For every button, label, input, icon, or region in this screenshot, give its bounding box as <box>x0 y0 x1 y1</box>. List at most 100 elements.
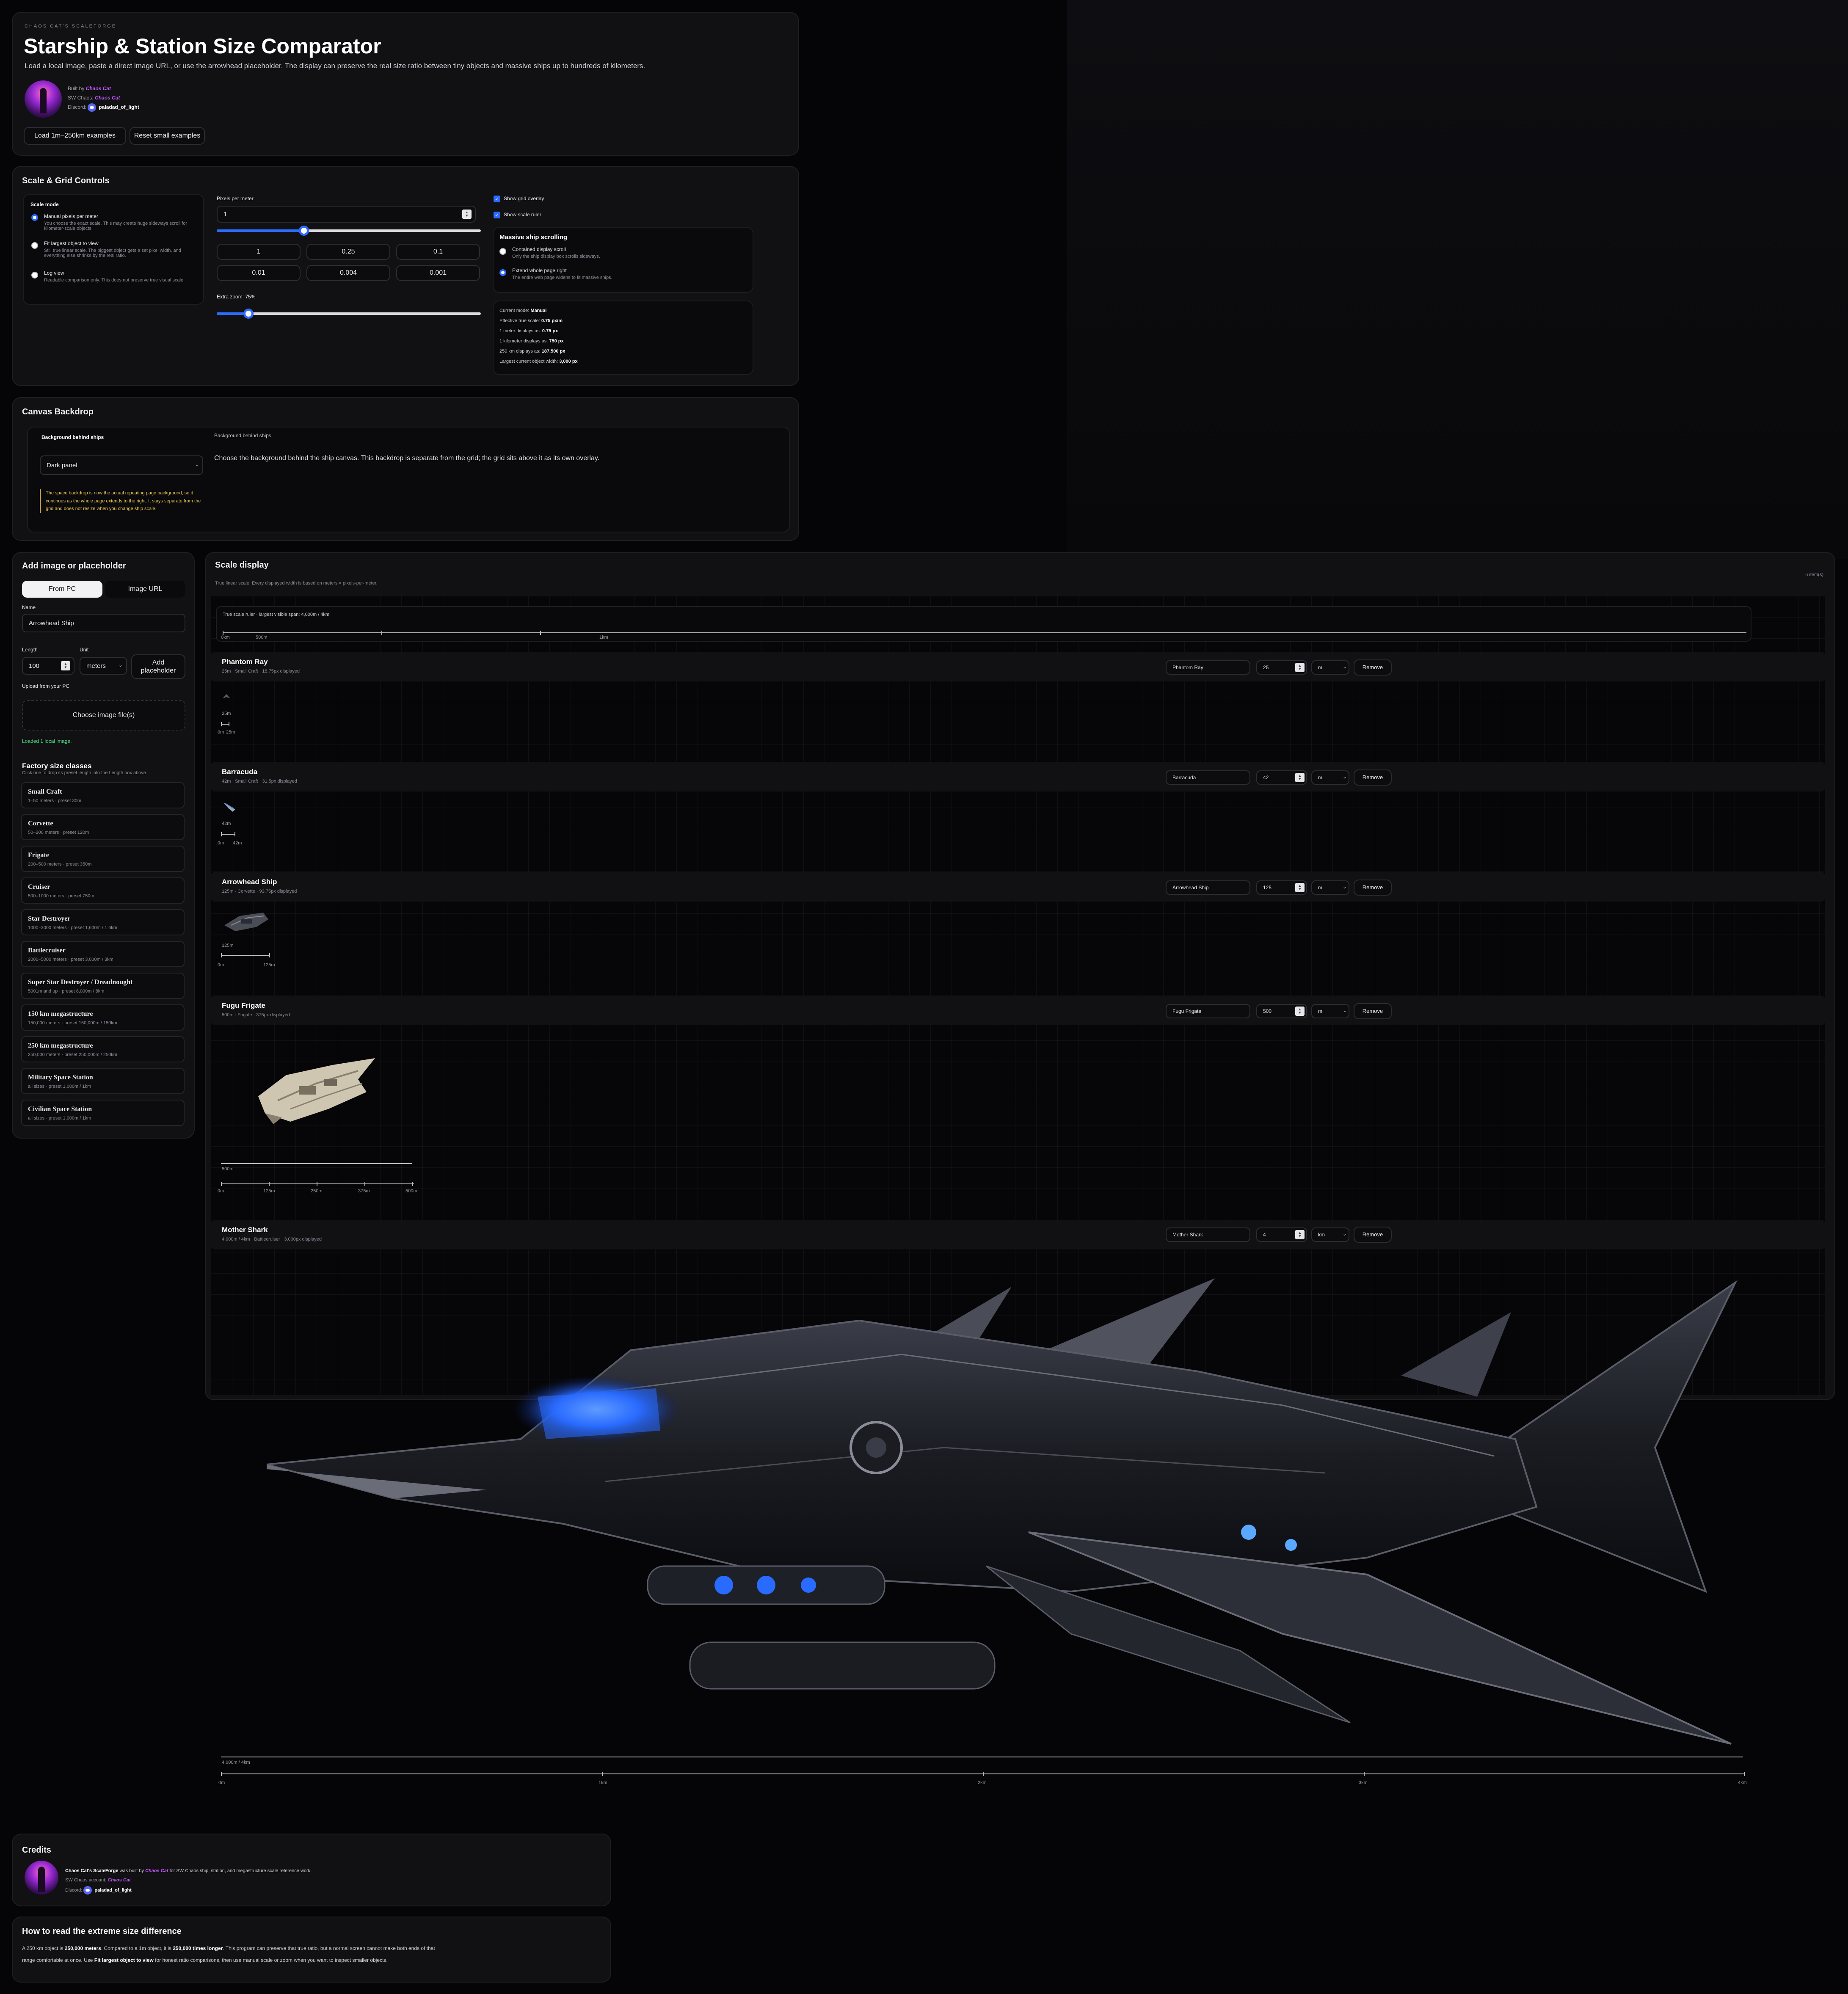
name-label: Name <box>22 604 36 610</box>
item-tick: 0m <box>218 1189 224 1194</box>
item-name: Phantom Ray <box>222 658 268 666</box>
item-tick: 0m <box>218 1780 225 1785</box>
mode-log-desc: Readable comparison only. This does not … <box>44 278 185 283</box>
contained-radio[interactable] <box>499 248 506 255</box>
tab-from-pc[interactable]: From PC <box>22 581 102 598</box>
classes-hint: Click one to drop its preset length into… <box>22 770 147 775</box>
contained-label: Contained display scroll <box>512 246 566 252</box>
item-name: Barracuda <box>222 768 258 776</box>
avatar <box>25 80 62 118</box>
zoom-slider[interactable] <box>217 309 481 319</box>
credits-sw-link[interactable]: Chaos Cat <box>108 1878 131 1883</box>
discord-line: Discord: paladad_of_light <box>68 103 139 112</box>
extend-desc: The entire web page widens to fit massiv… <box>512 275 612 280</box>
item-name-input[interactable]: Mother Shark <box>1166 1227 1250 1242</box>
chevron-down-icon: ⌄ <box>1343 884 1347 890</box>
preset-button[interactable]: 0.1 <box>396 244 480 260</box>
stat-meter: 1 meter displays as: 0.75 px <box>499 328 558 334</box>
item-name-input[interactable]: Fugu Frigate <box>1166 1004 1250 1018</box>
add-placeholder-button[interactable]: Add placeholder <box>131 654 185 679</box>
item-name-input[interactable]: Arrowhead Ship <box>1166 880 1250 895</box>
credits-author-link[interactable]: Chaos Cat <box>145 1868 168 1873</box>
preset-button[interactable]: 0.004 <box>306 265 390 281</box>
mode-manual-radio[interactable] <box>31 214 38 221</box>
mode-log-radio[interactable] <box>31 272 38 279</box>
load-examples-button[interactable]: Load 1m–250km examples <box>24 127 126 145</box>
item-length-input[interactable]: 42 <box>1256 770 1307 785</box>
credits-sw: SW Chaos account: Chaos Cat <box>65 1878 131 1883</box>
item-length-stepper[interactable]: ▲▼ <box>1295 773 1305 782</box>
item-tick: 1km <box>599 1780 607 1785</box>
grid-checkbox[interactable]: ✓ <box>494 196 500 202</box>
ppm-slider[interactable] <box>217 226 481 236</box>
ppm-input[interactable]: 1 <box>217 206 476 223</box>
backdrop-select[interactable]: Dark panel <box>40 455 203 475</box>
item-unit-select[interactable]: m <box>1311 1004 1349 1018</box>
remove-button[interactable]: Remove <box>1354 880 1392 896</box>
item-unit-select[interactable]: m <box>1311 660 1349 675</box>
add-title: Add image or placeholder <box>22 561 126 571</box>
author-link[interactable]: Chaos Cat <box>86 85 111 91</box>
item-name-input[interactable]: Barracuda <box>1166 770 1250 785</box>
item-header: Arrowhead Ship 125m · Corvette · 93.75px… <box>211 872 1825 902</box>
zoom-slider-handle[interactable] <box>243 309 254 319</box>
item-size-label: 500m <box>222 1167 234 1172</box>
chevron-down-icon: ⌄ <box>1343 1007 1347 1013</box>
grid-label: Show grid overlay <box>504 196 544 201</box>
ppm-slider-handle[interactable] <box>299 226 309 236</box>
remove-button[interactable]: Remove <box>1354 769 1392 786</box>
ship-image-arrowhead <box>223 908 270 935</box>
global-tick: 1km <box>599 635 608 640</box>
item-meta: 125m · Corvette · 93.75px displayed <box>222 889 297 894</box>
discord-icon <box>83 1886 92 1895</box>
reset-examples-button[interactable]: Reset small examples <box>130 127 205 145</box>
item-size-label: 4,000m / 4km <box>222 1760 250 1765</box>
preset-button[interactable]: 0.01 <box>217 265 301 281</box>
remove-button[interactable]: Remove <box>1354 659 1392 676</box>
item-header: Phantom Ray 25m · Small Craft · 18.75px … <box>211 652 1825 681</box>
credits-discord: Discord: paladad_of_light <box>65 1886 132 1895</box>
ppm-stepper[interactable]: ▲▼ <box>462 210 472 219</box>
mode-fit-label: Fit largest object to view <box>44 240 99 246</box>
remove-button[interactable]: Remove <box>1354 1227 1392 1243</box>
item-name-input[interactable]: Phantom Ray <box>1166 660 1250 675</box>
choose-files-button[interactable]: Choose image file(s) <box>22 700 185 731</box>
preset-button[interactable]: 1 <box>217 244 301 260</box>
item-length-stepper[interactable]: ▲▼ <box>1295 663 1305 672</box>
item-length-stepper[interactable]: ▲▼ <box>1295 1007 1305 1016</box>
chevron-down-icon: ⌄ <box>1343 1231 1347 1237</box>
name-input[interactable]: Arrowhead Ship <box>22 614 185 632</box>
mode-log-label: Log view <box>44 270 64 276</box>
sw-link[interactable]: Chaos Cat <box>95 95 120 101</box>
preset-button[interactable]: 0.001 <box>396 265 480 281</box>
mode-fit-radio[interactable] <box>31 242 38 249</box>
length-stepper[interactable]: ▲▼ <box>61 661 70 670</box>
chevron-down-icon: ⌄ <box>119 662 123 668</box>
item-length-stepper[interactable]: ▲▼ <box>1295 1230 1305 1239</box>
extend-radio[interactable] <box>499 269 506 276</box>
remove-button[interactable]: Remove <box>1354 1003 1392 1019</box>
unit-select[interactable]: meters <box>80 657 127 675</box>
item-unit-select[interactable]: km <box>1311 1227 1349 1242</box>
preset-button[interactable]: 0.25 <box>306 244 390 260</box>
howto-line-1: A 250 km object is 250,000 meters. Compa… <box>22 1945 435 1951</box>
item-unit-select[interactable]: m <box>1311 880 1349 895</box>
tab-image-url[interactable]: Image URL <box>105 581 185 598</box>
item-tick: 125m <box>263 963 275 968</box>
item-unit-select[interactable]: m <box>1311 770 1349 785</box>
scale-title: Scale & Grid Controls <box>22 176 110 185</box>
item-length-stepper[interactable]: ▲▼ <box>1295 883 1305 892</box>
scale-grid-panel: Scale & Grid Controls Scale mode Manual … <box>12 166 799 386</box>
ruler-checkbox[interactable]: ✓ <box>494 212 500 218</box>
